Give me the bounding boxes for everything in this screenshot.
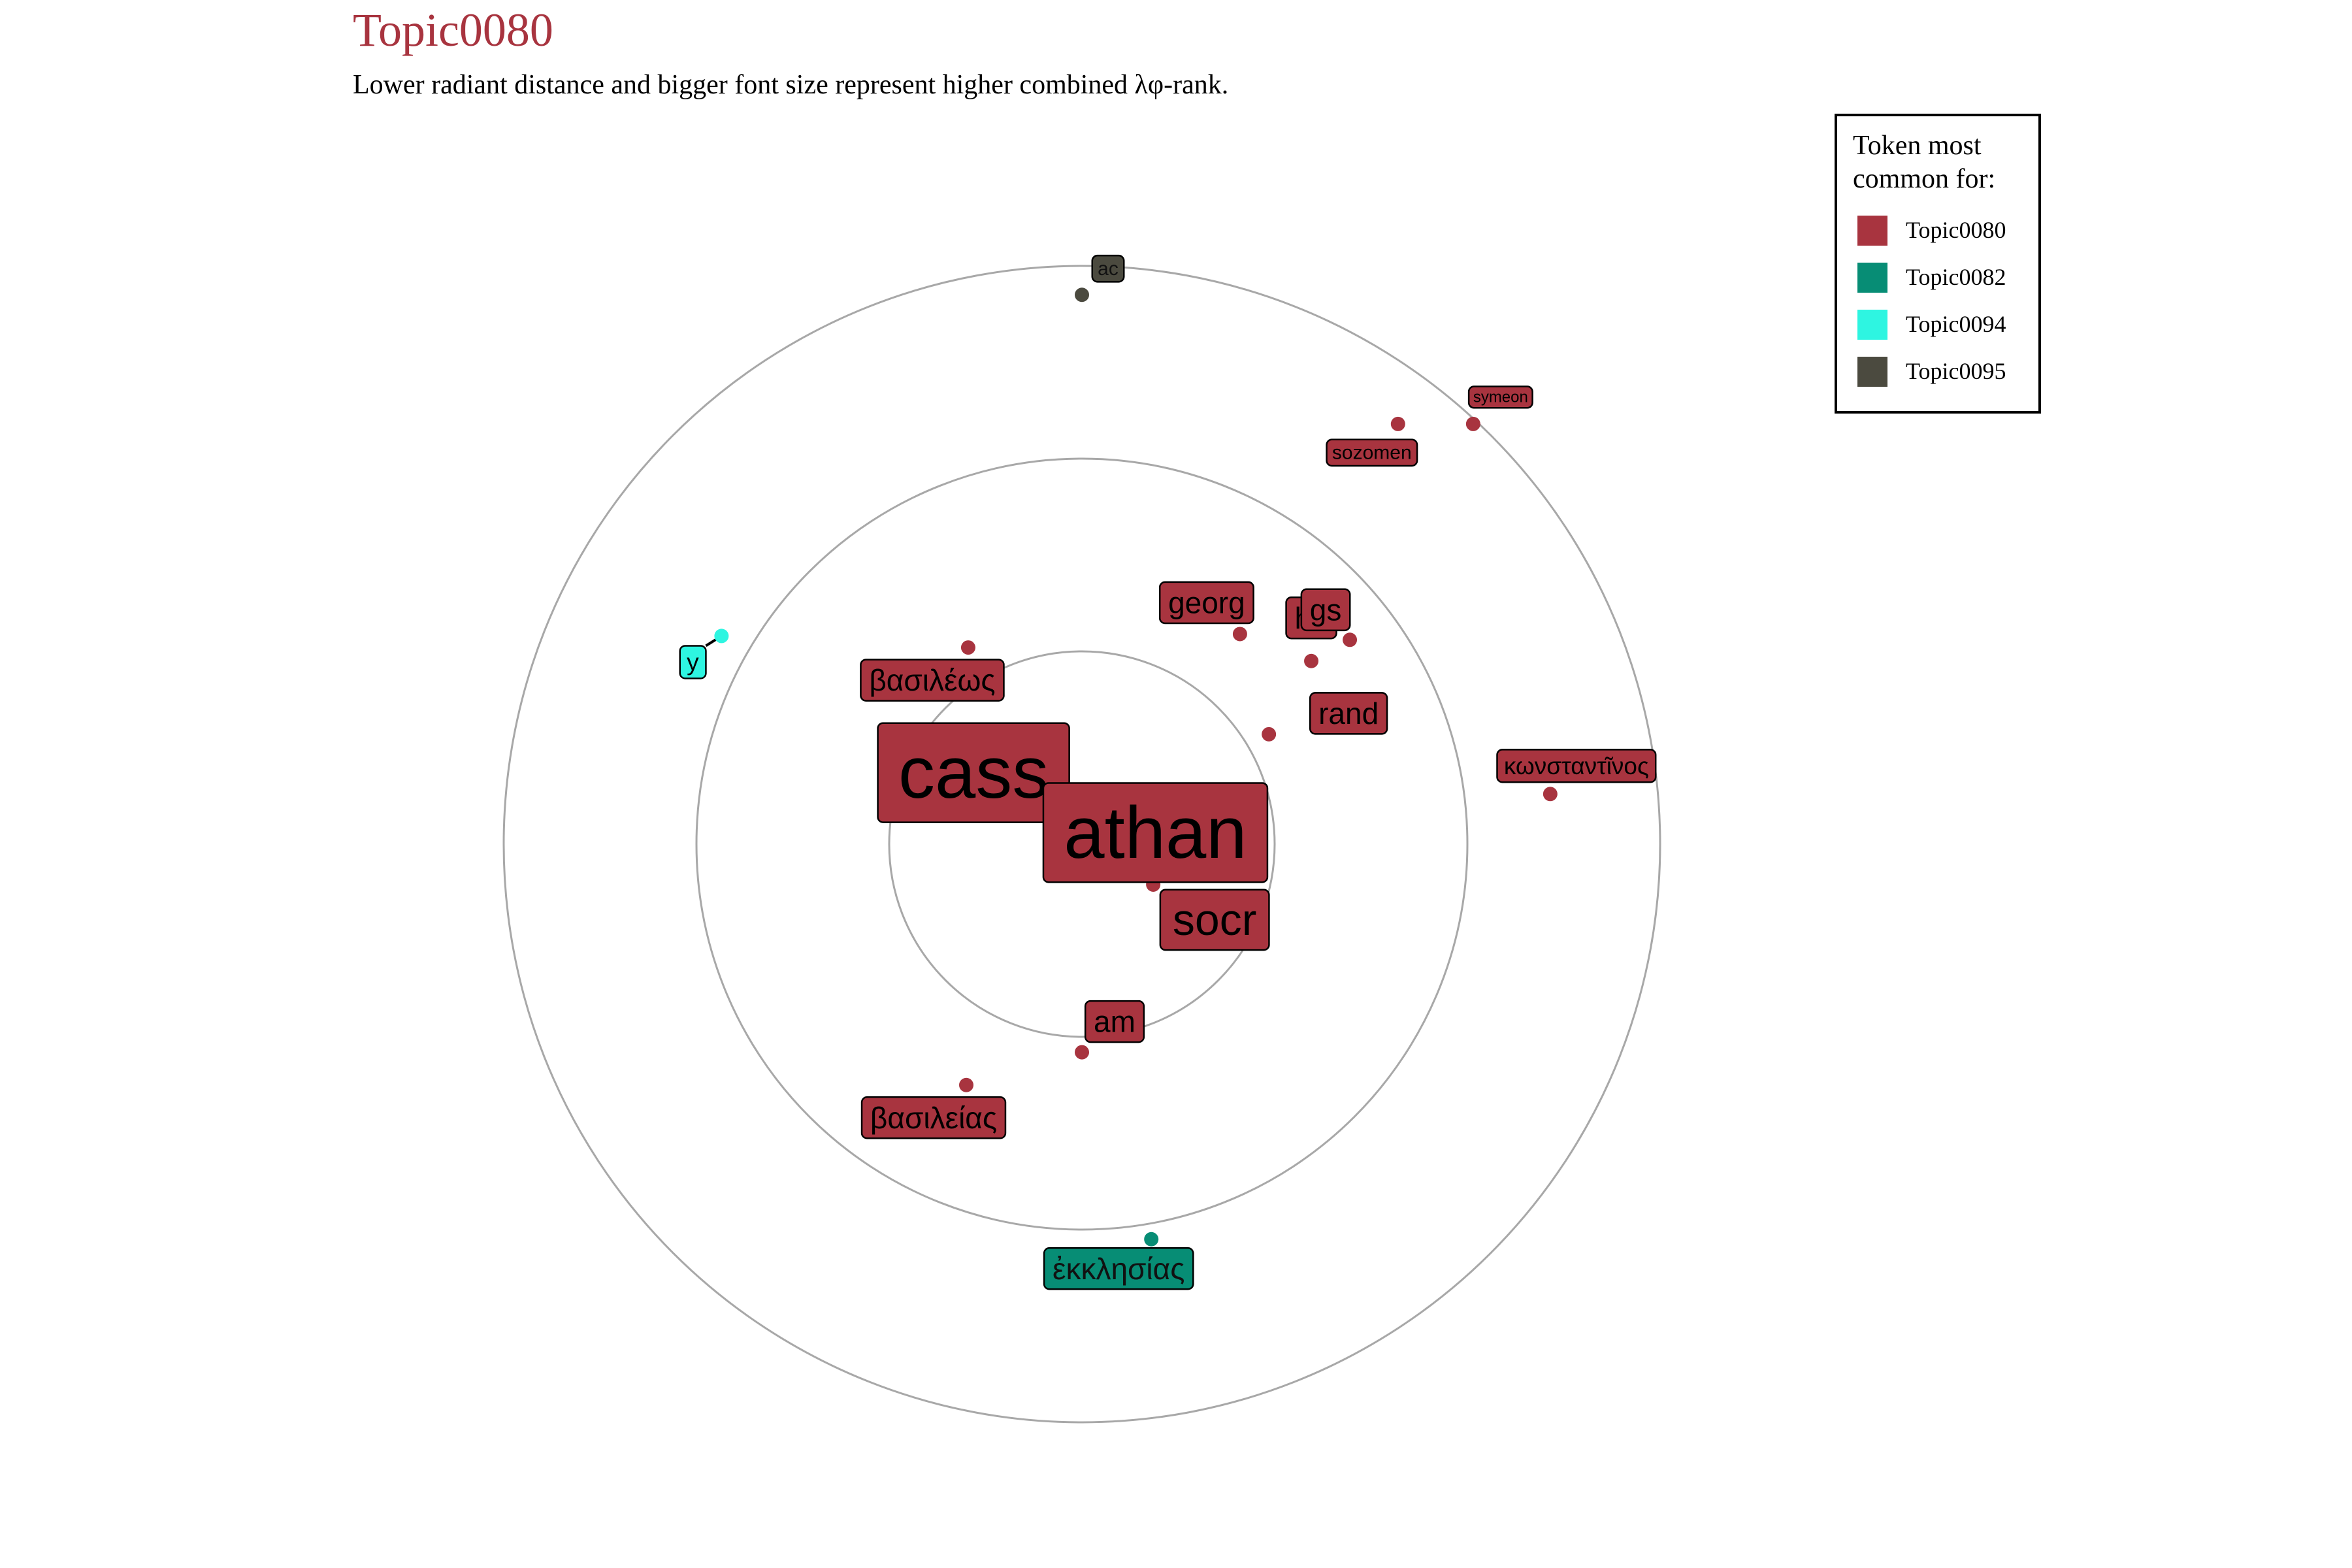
token-point-6 bbox=[1343, 632, 1358, 647]
token-label-box bbox=[1326, 438, 1418, 467]
token-label-text: am bbox=[1094, 1005, 1135, 1039]
token-label-box bbox=[877, 722, 1070, 823]
legend-swatch-3 bbox=[1857, 357, 1887, 387]
token-label-text: κωνσταντῖνος bbox=[1504, 753, 1649, 779]
legend-swatch-2 bbox=[1857, 310, 1887, 340]
token-label-box bbox=[1309, 692, 1388, 735]
token-point-8 bbox=[1075, 1045, 1089, 1060]
token-label-box bbox=[1043, 1247, 1194, 1290]
token-label-10: κωνσταντῖνος bbox=[1496, 749, 1657, 783]
token-label-text: georg bbox=[1168, 585, 1245, 619]
token-label-box bbox=[1300, 588, 1351, 632]
legend-label-1: Topic0082 bbox=[1906, 264, 2006, 290]
token-label-box bbox=[1084, 1000, 1145, 1043]
token-label-text: ἐκκλησίας bbox=[1053, 1252, 1184, 1286]
token-label-box bbox=[860, 1096, 1007, 1139]
token-label-11: sozomen bbox=[1326, 438, 1418, 467]
token-label-text: sozomen bbox=[1332, 442, 1412, 463]
token-label-text: ac bbox=[1098, 258, 1119, 280]
token-point-15 bbox=[1144, 1232, 1159, 1247]
token-label-12: symeon bbox=[1467, 385, 1533, 409]
token-label-text: y bbox=[687, 649, 699, 676]
token-point-5 bbox=[1232, 627, 1247, 642]
token-label-9: βασιλείας bbox=[860, 1096, 1007, 1139]
legend-swatch-0 bbox=[1857, 216, 1887, 246]
token-label-8: am bbox=[1084, 1000, 1145, 1043]
token-label-5: georg bbox=[1158, 581, 1254, 625]
token-point-9 bbox=[959, 1077, 973, 1092]
token-label-7: βασιλέως bbox=[860, 659, 1005, 702]
token-label-box bbox=[1496, 749, 1657, 783]
token-label-box bbox=[679, 645, 707, 679]
legend-label-3: Topic0095 bbox=[1906, 358, 2006, 384]
ring-2 bbox=[695, 457, 1469, 1231]
token-labels: cassathansocrrandhngeorggsβασιλέωςamβασι… bbox=[679, 254, 1657, 1290]
token-label-box bbox=[1467, 385, 1533, 409]
token-label-text: symeon bbox=[1473, 388, 1528, 406]
token-label-13: ac bbox=[1091, 254, 1125, 283]
chart-title: Topic0080 bbox=[353, 4, 553, 56]
token-label-text: socr bbox=[1173, 895, 1256, 945]
token-point-12 bbox=[1465, 416, 1480, 431]
token-label-text: cass bbox=[898, 732, 1049, 813]
token-label-6: gs bbox=[1300, 588, 1351, 632]
token-point-10 bbox=[1543, 787, 1558, 802]
token-point-7 bbox=[960, 640, 975, 655]
token-point-14 bbox=[714, 629, 729, 644]
token-label-15: ἐκκλησίας bbox=[1043, 1247, 1194, 1290]
token-label-box bbox=[1159, 889, 1270, 951]
legend-title-line2: common for: bbox=[1853, 164, 1995, 194]
token-label-text: gs bbox=[1310, 593, 1342, 627]
token-label-0: cass bbox=[877, 722, 1070, 823]
token-label-text: athan bbox=[1064, 792, 1247, 874]
token-point-13 bbox=[1075, 287, 1089, 302]
chart-subtitle: Lower radiant distance and bigger font s… bbox=[353, 70, 1228, 100]
legend-label-2: Topic0094 bbox=[1906, 311, 2006, 337]
token-label-box bbox=[1042, 782, 1269, 883]
legend-label-0: Topic0080 bbox=[1906, 217, 2006, 243]
token-label-2: socr bbox=[1159, 889, 1270, 951]
token-point-4 bbox=[1304, 653, 1319, 668]
token-label-box bbox=[860, 659, 1005, 702]
radial-rings bbox=[502, 265, 1661, 1424]
token-label-3: rand bbox=[1309, 692, 1388, 735]
legend-title-line1: Token most bbox=[1853, 131, 1982, 161]
legend: Token most common for: Topic0080Topic008… bbox=[1835, 114, 2041, 414]
ring-1 bbox=[888, 650, 1276, 1038]
legend-swatch-1 bbox=[1857, 263, 1887, 293]
token-label-box bbox=[1091, 254, 1125, 283]
token-label-text: βασιλέως bbox=[869, 663, 995, 697]
token-point-3 bbox=[1262, 727, 1277, 742]
token-label-box bbox=[1158, 581, 1254, 625]
token-label-14: y bbox=[679, 645, 707, 679]
token-label-text: βασιλείας bbox=[870, 1101, 997, 1135]
token-points bbox=[714, 287, 1558, 1247]
token-point-11 bbox=[1390, 416, 1405, 431]
ring-3 bbox=[502, 265, 1661, 1424]
token-label-1: athan bbox=[1042, 782, 1269, 883]
token-label-text: rand bbox=[1318, 696, 1379, 730]
